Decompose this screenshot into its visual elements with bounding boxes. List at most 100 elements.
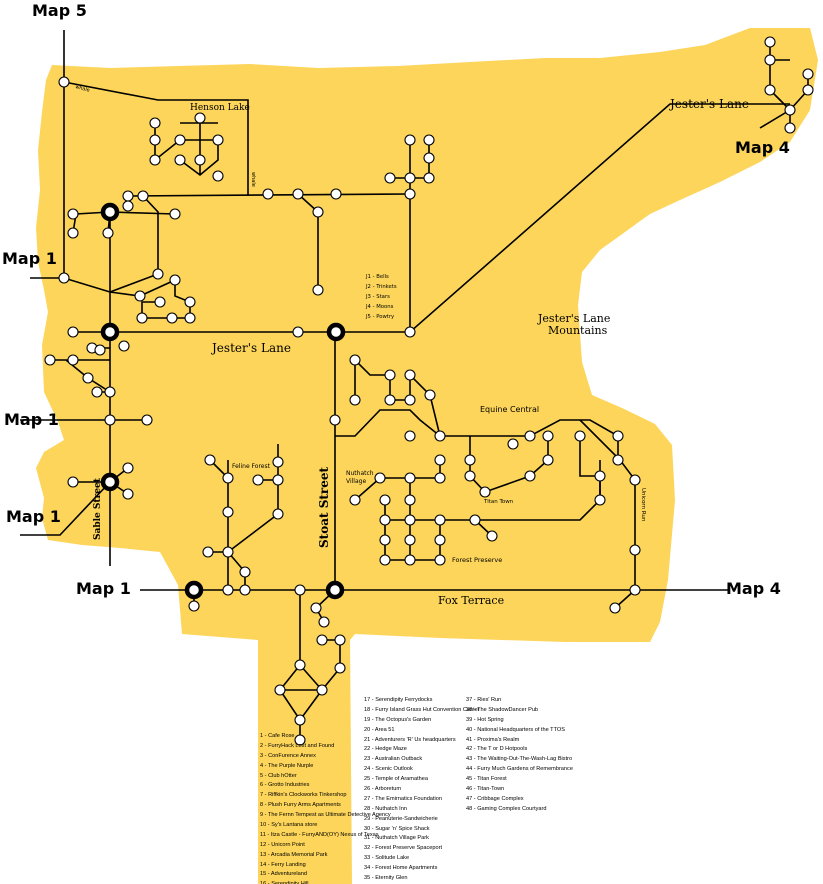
location-node[interactable] (464, 454, 476, 466)
location-node[interactable] (384, 369, 396, 381)
location-node[interactable] (184, 296, 196, 308)
location-node[interactable] (58, 76, 70, 88)
location-node[interactable] (239, 584, 251, 596)
location-node[interactable] (404, 494, 416, 506)
location-node[interactable] (330, 188, 342, 200)
location-node[interactable] (423, 152, 435, 164)
location-node[interactable] (174, 134, 186, 146)
location-node[interactable] (212, 134, 224, 146)
map1-label-upper[interactable]: Map 1 (2, 249, 57, 268)
location-node[interactable] (67, 326, 79, 338)
location-node[interactable] (609, 602, 621, 614)
location-node[interactable] (272, 508, 284, 520)
location-node[interactable] (349, 354, 361, 366)
location-node[interactable] (404, 394, 416, 406)
location-node[interactable] (58, 272, 70, 284)
location-node[interactable] (379, 494, 391, 506)
location-node[interactable] (166, 312, 178, 324)
location-node[interactable] (222, 472, 234, 484)
location-node[interactable] (404, 326, 416, 338)
location-node[interactable] (294, 714, 306, 726)
location-node[interactable] (434, 534, 446, 546)
location-node[interactable] (374, 472, 386, 484)
location-node[interactable] (329, 414, 341, 426)
location-node[interactable] (204, 454, 216, 466)
location-node[interactable] (764, 84, 776, 96)
location-node[interactable] (252, 474, 264, 486)
location-node[interactable] (169, 274, 181, 286)
location-node[interactable] (136, 312, 148, 324)
location-node[interactable] (102, 227, 114, 239)
location-node[interactable] (94, 344, 106, 356)
location-node[interactable] (404, 514, 416, 526)
location-node[interactable] (292, 188, 304, 200)
location-node[interactable] (404, 369, 416, 381)
location-node[interactable] (67, 227, 79, 239)
location-node[interactable] (222, 546, 234, 558)
location-node[interactable] (507, 438, 519, 450)
location-node[interactable] (524, 430, 536, 442)
location-node[interactable] (294, 659, 306, 671)
location-node[interactable] (802, 84, 814, 96)
location-node[interactable] (174, 154, 186, 166)
location-node[interactable] (222, 584, 234, 596)
location-node[interactable] (122, 488, 134, 500)
location-node[interactable] (194, 112, 206, 124)
location-node[interactable] (118, 340, 130, 352)
location-node[interactable] (764, 54, 776, 66)
location-node[interactable] (82, 372, 94, 384)
map1-bottom-label[interactable]: Map 1 (76, 579, 131, 598)
location-node[interactable] (212, 170, 224, 182)
location-node[interactable] (188, 600, 200, 612)
location-node[interactable] (202, 546, 214, 558)
location-node[interactable] (349, 494, 361, 506)
location-node[interactable] (524, 470, 536, 482)
location-node[interactable] (152, 268, 164, 280)
location-node[interactable] (479, 486, 491, 498)
location-node[interactable] (122, 462, 134, 474)
location-node[interactable] (349, 394, 361, 406)
location-node[interactable] (334, 634, 346, 646)
location-node[interactable] (404, 554, 416, 566)
location-node[interactable] (784, 104, 796, 116)
location-node[interactable] (404, 172, 416, 184)
location-node[interactable] (629, 584, 641, 596)
location-node[interactable] (404, 472, 416, 484)
location-node[interactable] (434, 554, 446, 566)
location-node[interactable] (423, 134, 435, 146)
location-node[interactable] (194, 154, 206, 166)
location-node[interactable] (464, 470, 476, 482)
location-node[interactable] (262, 188, 274, 200)
location-node[interactable] (272, 456, 284, 468)
location-node[interactable] (379, 554, 391, 566)
location-node[interactable] (594, 494, 606, 506)
map5-label[interactable]: Map 5 (32, 1, 87, 20)
location-node[interactable] (122, 200, 134, 212)
location-node[interactable] (594, 470, 606, 482)
location-node[interactable] (469, 514, 481, 526)
location-node[interactable] (486, 530, 498, 542)
location-node[interactable] (169, 208, 181, 220)
location-node[interactable] (149, 134, 161, 146)
location-node[interactable] (310, 602, 322, 614)
location-node[interactable] (434, 472, 446, 484)
location-node[interactable] (612, 430, 624, 442)
location-node[interactable] (316, 684, 328, 696)
location-node[interactable] (424, 389, 436, 401)
location-node[interactable] (434, 430, 446, 442)
map4-top-label[interactable]: Map 4 (735, 138, 790, 157)
location-node[interactable] (44, 354, 56, 366)
location-node[interactable] (104, 386, 116, 398)
hub-node[interactable] (325, 580, 345, 600)
location-node[interactable] (67, 476, 79, 488)
location-node[interactable] (184, 312, 196, 324)
location-node[interactable] (542, 430, 554, 442)
hub-node[interactable] (100, 202, 120, 222)
location-node[interactable] (379, 514, 391, 526)
location-node[interactable] (149, 154, 161, 166)
location-node[interactable] (612, 454, 624, 466)
location-node[interactable] (272, 474, 284, 486)
location-node[interactable] (404, 188, 416, 200)
map4-bottom-label[interactable]: Map 4 (726, 579, 781, 598)
location-node[interactable] (292, 326, 304, 338)
